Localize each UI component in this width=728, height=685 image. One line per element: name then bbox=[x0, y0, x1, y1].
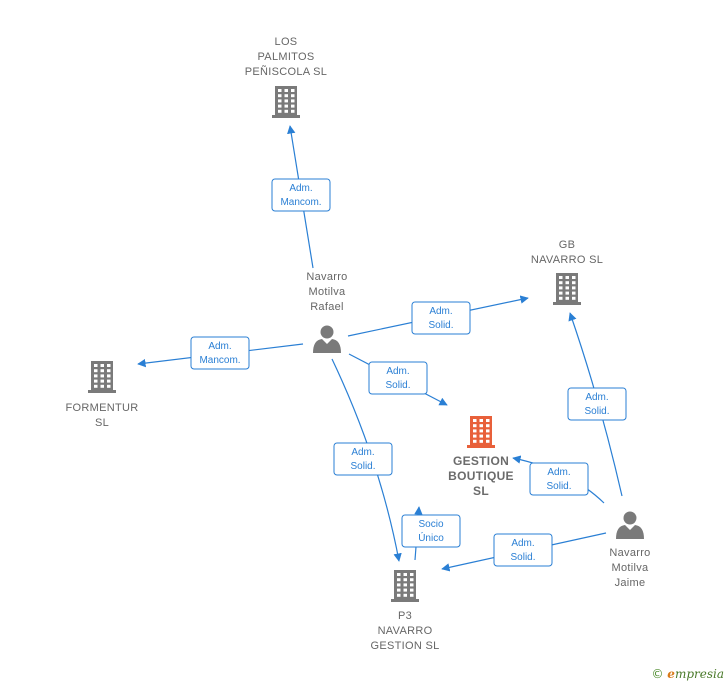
building-icon bbox=[553, 273, 581, 305]
edge-label-text: Adm. bbox=[511, 538, 534, 549]
node-label: Navarro bbox=[306, 271, 347, 283]
copyright-symbol: © bbox=[651, 667, 664, 681]
node-label: Jaime bbox=[615, 577, 646, 589]
building-icon bbox=[88, 361, 116, 393]
node-label: Navarro bbox=[609, 547, 650, 559]
building-icon bbox=[467, 416, 495, 448]
node-label: SL bbox=[473, 484, 489, 498]
edge-label-text: Adm. bbox=[208, 341, 231, 352]
node-label: PALMITOS bbox=[257, 51, 314, 63]
node-label: FORMENTUR bbox=[66, 402, 139, 414]
node-label: LOS bbox=[275, 36, 298, 48]
node-label: Motilva bbox=[612, 562, 650, 574]
node-gb-navarro[interactable]: GB NAVARRO SL bbox=[531, 239, 603, 305]
edge-label-text: Único bbox=[418, 531, 444, 544]
edge-label-frame bbox=[567, 387, 627, 421]
brand-name: mpresia bbox=[674, 667, 724, 681]
brand-logo-e: e bbox=[667, 667, 675, 681]
node-label: Motilva bbox=[309, 286, 347, 298]
node-los-palmitos[interactable]: LOS PALMITOS PEÑISCOLA SL bbox=[245, 36, 327, 118]
edge-label-box[interactable]: Adm. Solid. bbox=[411, 301, 471, 335]
node-label: NAVARRO SL bbox=[531, 254, 603, 266]
edge-rafael-gb: Adm. Solid. bbox=[347, 295, 529, 337]
node-label: GESTION SL bbox=[370, 640, 439, 652]
edge-label-text: Solid. bbox=[584, 406, 609, 417]
building-icon bbox=[272, 86, 300, 118]
node-label: BOUTIQUE bbox=[448, 469, 514, 483]
edge-label-frame bbox=[271, 178, 331, 212]
edge-label-box[interactable]: Adm. Solid. bbox=[493, 533, 553, 567]
edge-label-text: Adm. bbox=[585, 392, 608, 403]
edge-label-text: Adm. bbox=[351, 447, 374, 458]
brand-footer: © empresia bbox=[651, 667, 724, 681]
node-label: GB bbox=[559, 239, 576, 251]
edge-label-text: Adm. bbox=[386, 366, 409, 377]
node-label: SL bbox=[95, 417, 109, 429]
node-label: Rafael bbox=[310, 301, 344, 313]
edge-label-box[interactable]: Adm. Mancom. bbox=[271, 178, 331, 212]
edge-rafael-palmitos: Adm. Mancom. bbox=[271, 125, 331, 269]
edge-label-frame bbox=[411, 301, 471, 335]
edge-rafael-p3: Adm. Solid. bbox=[331, 358, 402, 562]
edge-label-frame bbox=[368, 361, 428, 395]
edge-label-text: Solid. bbox=[510, 552, 535, 563]
edge-label-text: Mancom. bbox=[199, 355, 240, 366]
edge-label-text: Adm. bbox=[547, 467, 570, 478]
edge-label-frame bbox=[401, 514, 461, 548]
edge-label-text: Adm. bbox=[289, 183, 312, 194]
edge-label-frame bbox=[493, 533, 553, 567]
edge-label-box[interactable]: Adm. Solid. bbox=[368, 361, 428, 395]
edge-label-text: Mancom. bbox=[280, 197, 321, 208]
edge-label-text: Socio bbox=[418, 519, 443, 530]
node-label: P3 bbox=[398, 610, 412, 622]
edge-rafael-formentur: Adm. Mancom. bbox=[137, 336, 304, 370]
person-icon bbox=[616, 511, 644, 539]
node-label: GESTION bbox=[453, 454, 509, 468]
edge-rafael-gestion: Adm. Solid. bbox=[348, 353, 448, 406]
edge-label-box[interactable]: Adm. Solid. bbox=[567, 387, 627, 421]
edge-label-text: Solid. bbox=[385, 380, 410, 391]
edge-label-frame bbox=[333, 442, 393, 476]
edge-label-frame bbox=[529, 462, 589, 496]
edge-label-text: Adm. bbox=[429, 306, 452, 317]
node-label: PEÑISCOLA SL bbox=[245, 65, 327, 78]
edge-jaime-gb: Adm. Solid. bbox=[567, 312, 627, 497]
edge-jaime-p3: Adm. Solid. bbox=[441, 532, 607, 572]
edge-label-frame bbox=[190, 336, 250, 370]
edge-jaime-gestion: Adm. Solid. bbox=[512, 455, 605, 504]
node-label: NAVARRO bbox=[378, 625, 433, 637]
node-formentur[interactable]: FORMENTUR SL bbox=[66, 361, 139, 429]
edge-label-text: Solid. bbox=[546, 481, 571, 492]
building-icon bbox=[391, 570, 419, 602]
edge-label-box[interactable]: Adm. Solid. bbox=[333, 442, 393, 476]
edge-label-box[interactable]: Adm. Solid. bbox=[529, 462, 589, 496]
edge-label-box[interactable]: Adm. Mancom. bbox=[190, 336, 250, 370]
edge-label-text: Solid. bbox=[350, 461, 375, 472]
edge-label-text: Solid. bbox=[428, 320, 453, 331]
person-icon bbox=[313, 325, 341, 353]
